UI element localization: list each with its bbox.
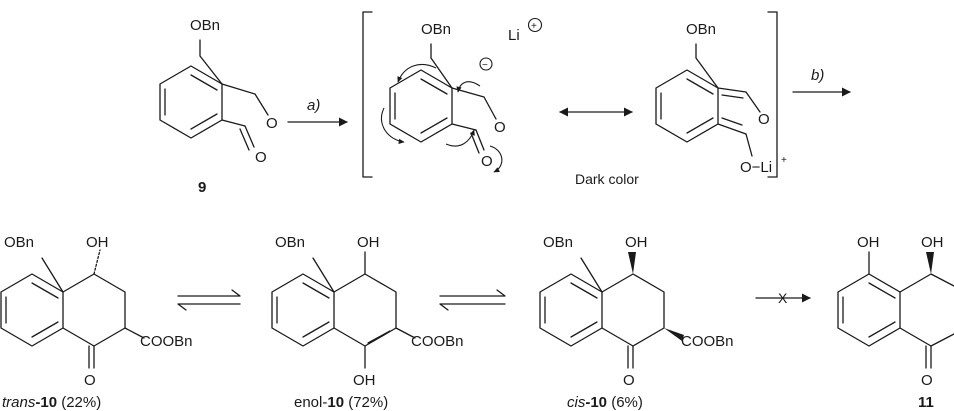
- curved-arrow-4: [445, 129, 475, 147]
- intermediate-caption: Dark color: [575, 171, 639, 187]
- aryl-ring: [0, 273, 64, 347]
- step-b-label: b): [811, 67, 824, 84]
- lithium-label: Li: [508, 27, 520, 44]
- oh-label: OH: [86, 234, 109, 251]
- ring-double-bonds: [660, 78, 714, 134]
- compound-11-label: 11: [918, 394, 934, 411]
- obn-label: OBn: [421, 21, 451, 38]
- compound-cis-10: OBn OH O COOBn cis-10 (6%): [539, 234, 734, 411]
- enol-double-bond: [367, 330, 391, 344]
- carbonyl-bond: [239, 125, 255, 151]
- ester-bond: [395, 327, 416, 339]
- enol-10-label: enol-10 (72%): [294, 394, 388, 411]
- oh-label: OH: [921, 234, 944, 251]
- carbonyl-bond: [88, 345, 95, 369]
- aryl-ring: [539, 273, 603, 347]
- obn-label: OBn: [4, 234, 34, 251]
- curved-arrow-3: [380, 107, 405, 144]
- step-a-label: a): [307, 97, 320, 114]
- carbonyl-bond: [925, 345, 932, 369]
- ester-bond: [124, 327, 145, 339]
- benzyloxy-bond: [580, 257, 603, 293]
- aromatic-double-bonds: [394, 78, 448, 134]
- carbonyl-oxygen-label: O: [84, 372, 96, 389]
- furan-double-bonds: [721, 94, 744, 126]
- ester-label: COOBn: [411, 333, 464, 350]
- ring-oxygen-label: O: [758, 111, 770, 128]
- benzene-ring: [389, 69, 453, 143]
- curved-arrow-5: [489, 145, 503, 173]
- left-bracket: [362, 11, 373, 178]
- phenol-oh-label: OH: [857, 234, 880, 251]
- aromatic-double-bonds: [544, 282, 598, 338]
- carbonyl-oxygen-label: O: [481, 153, 493, 170]
- trans-10-label: trans-10 (22%): [2, 394, 101, 411]
- curved-arrow-2: [397, 64, 437, 83]
- carbonyl-bond: [470, 129, 485, 154]
- enolate-resonance-form: OBn O O Li + −: [380, 17, 543, 173]
- equilibrium-arrow-2: [439, 289, 506, 311]
- hydroxyl-wedge-bond: [926, 252, 934, 274]
- oh-label: OH: [625, 234, 648, 251]
- minus-sign: −: [482, 60, 488, 71]
- saturated-ring: [601, 273, 665, 347]
- oh-label: OH: [357, 234, 380, 251]
- positive-charge: [527, 17, 543, 33]
- saturated-ring: [62, 273, 126, 347]
- isobenzofuran-resonance-form: OBn O O−Li +: [655, 21, 787, 176]
- negative-charge: [479, 57, 493, 71]
- aromatic-double-bonds: [276, 282, 330, 338]
- furan-ring: [717, 87, 761, 135]
- aryl-ring: [837, 273, 901, 347]
- benzyloxy-bond: [41, 257, 64, 293]
- compound-11: OH OH O 11: [837, 234, 954, 411]
- equilibrium-arrow-1: [177, 289, 241, 311]
- right-bracket: [767, 11, 778, 178]
- lactone-ring: [451, 87, 497, 131]
- enol-oh-label: OH: [353, 372, 376, 389]
- obn-label: OBn: [686, 21, 716, 38]
- alkoxide-bond: [745, 133, 753, 157]
- hydroxyl-hashed-bond: [93, 249, 101, 275]
- ring-oxygen-label: O: [266, 115, 278, 132]
- benzyloxy-bond: [199, 39, 223, 85]
- carbonyl-bond: [627, 345, 634, 369]
- hydroxyl-wedge-bond: [628, 252, 636, 274]
- compound-enol-10: OBn OH OH COOBn enol-10 (72%): [271, 234, 464, 411]
- carbonyl-oxygen-label: O: [623, 372, 635, 389]
- compound-9-label: 9: [198, 179, 206, 196]
- no-reaction-mark: X: [778, 290, 788, 306]
- obn-label: OBn: [190, 17, 220, 34]
- benzene-ring: [655, 69, 719, 143]
- enol-ring: [333, 273, 397, 347]
- benzene-ring: [159, 65, 223, 139]
- carbonyl-oxygen-label: O: [921, 372, 933, 389]
- curved-arrow-1: [456, 81, 481, 93]
- benzyloxy-bond: [430, 43, 453, 89]
- lithium-charge: +: [781, 155, 787, 166]
- compound-9: OBn O O 9: [159, 17, 278, 196]
- alkoxide-label: O−Li: [740, 159, 772, 176]
- aromatic-double-bonds: [842, 282, 896, 338]
- ester-label: COOBn: [140, 333, 193, 350]
- ester-label: COOBn: [681, 333, 734, 350]
- plus-sign: +: [531, 21, 537, 32]
- lactone-ring: [221, 83, 269, 127]
- carbonyl-oxygen-label: O: [255, 149, 267, 166]
- aromatic-double-bonds: [164, 74, 218, 130]
- obn-label: OBn: [275, 234, 305, 251]
- aromatic-double-bonds: [5, 282, 59, 338]
- ring-oxygen-label: O: [494, 119, 506, 136]
- obn-label: OBn: [543, 234, 573, 251]
- cis-10-label: cis-10 (6%): [567, 394, 643, 411]
- ester-wedge-bond: [664, 328, 684, 341]
- partial-ring: [899, 273, 954, 347]
- compound-trans-10: OBn OH O COOBn trans-10 (22%): [0, 234, 193, 411]
- benzyloxy-bond: [695, 43, 719, 89]
- benzyloxy-bond: [312, 257, 335, 293]
- aryl-ring: [271, 273, 335, 347]
